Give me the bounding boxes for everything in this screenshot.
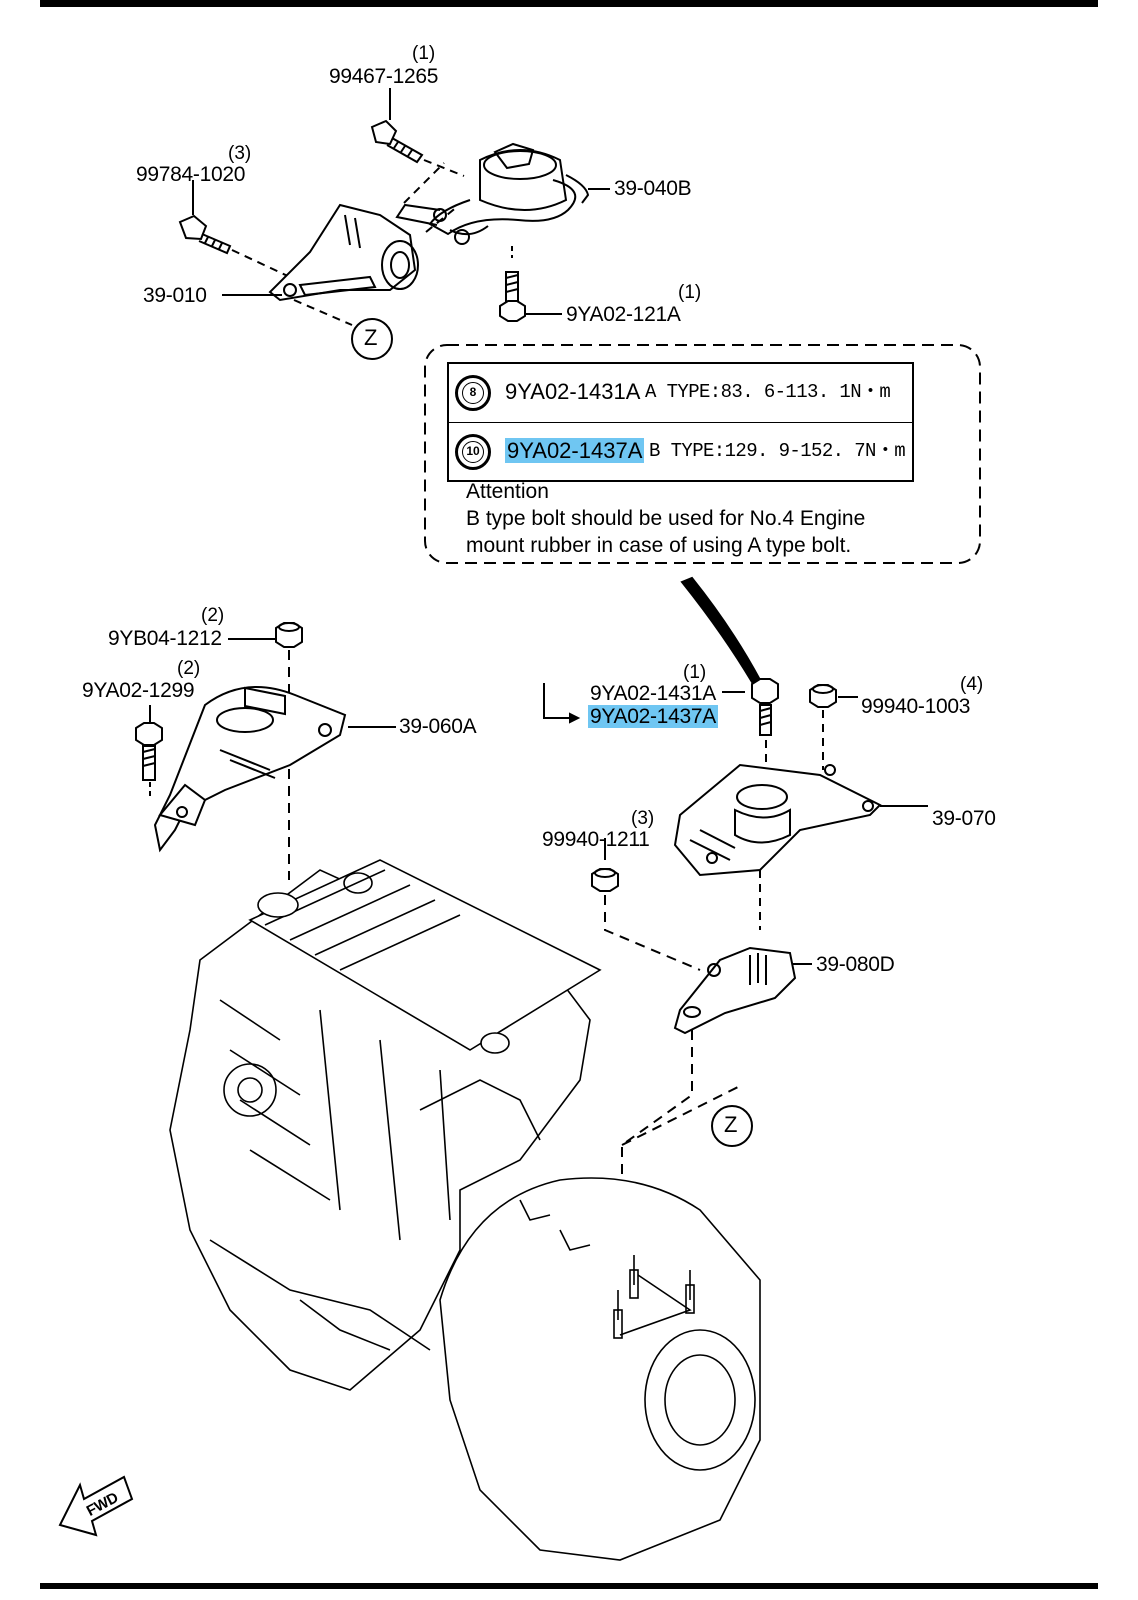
mount-right-icon [673,763,882,877]
part-bolt-under-mount[interactable]: 9YA02-121A [566,303,681,326]
nut-left-icon [275,622,303,648]
fwd-arrow-icon [58,1475,134,1537]
bolt-left-lower-icon [135,722,163,781]
view-z-label-top: Z [364,325,378,350]
part-mount-right[interactable]: 39-070 [932,807,996,830]
bolt-under-mount-icon [499,246,526,322]
bracket-left-icon [268,203,419,302]
qty-bolt-under-mount: (1) [678,282,702,303]
attention-note: Attention B type bolt should be used for… [466,478,865,559]
part-mount-top[interactable]: 39-040B [614,177,692,200]
qty-nut-left: (2) [201,605,225,626]
mount-left-icon [153,686,347,853]
note-pointer [680,576,762,684]
part-mount-left[interactable]: 39-060A [399,715,477,738]
torque-icon-number: 10 [462,441,484,463]
qty-bolt-left: (3) [228,143,252,164]
part-bracket-right[interactable]: 39-080D [816,953,895,976]
torque-icon-number: 8 [462,382,484,404]
part-nut-left[interactable]: 9YB04-1212 [108,627,222,650]
part-bracket-left[interactable]: 39-010 [143,284,207,307]
part-nut-right[interactable]: 99940-1003 [861,695,971,718]
bottom-border [40,1583,1098,1589]
part-bolt-top[interactable]: 99467-1265 [329,65,439,88]
part-bolt-left-lower[interactable]: 9YA02-1299 [82,679,195,702]
torque-wrench-8-icon: 8 [455,375,491,411]
torque-table: 8 9YA02-1431A A TYPE:83. 6-113. 1N・m 10 … [447,362,914,482]
torque-row-a: 8 9YA02-1431A A TYPE:83. 6-113. 1N・m [449,364,912,423]
torque-part-b[interactable]: 9YA02-1437A [505,438,645,464]
torque-spec-b: B TYPE:129. 9-152. 7N・m [649,440,906,462]
qty-nut-right: (4) [960,674,984,695]
engine-icon [169,859,602,1391]
top-border [40,0,1098,7]
note-box [424,344,981,564]
part-bolt-right-a[interactable]: 9YA02-1431A [590,682,716,705]
part-bolt-left[interactable]: 99784-1020 [136,163,246,186]
bracket-right-icon [673,946,797,1035]
view-z-callout-top [351,318,393,360]
view-z-label-bottom: Z [724,1112,738,1137]
part-bolt-right-b[interactable]: 9YA02-1437A [588,705,718,728]
attention-title: Attention [466,480,549,503]
part-bolt-right-b-highlight: 9YA02-1437A [588,705,718,728]
view-z-callout-bottom [711,1105,753,1147]
torque-part-b-highlight: 9YA02-1437A [505,438,645,463]
torque-row-b: 10 9YA02-1437A B TYPE:129. 9-152. 7N・m [449,423,912,481]
nut-right-icon [809,684,837,708]
bolt-left-icon [178,180,232,255]
transmission-icon [439,1177,761,1561]
qty-bolt-right: (1) [683,662,707,683]
bolt-top-icon [370,88,424,164]
qty-nut-middle: (3) [631,808,655,829]
attention-line-1: B type bolt should be used for No.4 Engi… [466,507,866,530]
bolt-right-icon [751,678,779,736]
qty-bolt-top: (1) [412,43,436,64]
qty-bolt-left-lower: (2) [177,658,201,679]
part-nut-middle[interactable]: 99940-1211 [542,828,650,851]
nut-middle-icon [591,868,619,892]
attention-line-2: mount rubber in case of using A type bol… [466,534,852,557]
torque-part-a[interactable]: 9YA02-1431A [505,379,641,404]
mount-top-icon [395,142,590,245]
torque-spec-a: A TYPE:83. 6-113. 1N・m [645,381,891,403]
torque-wrench-10-icon: 10 [455,434,491,470]
